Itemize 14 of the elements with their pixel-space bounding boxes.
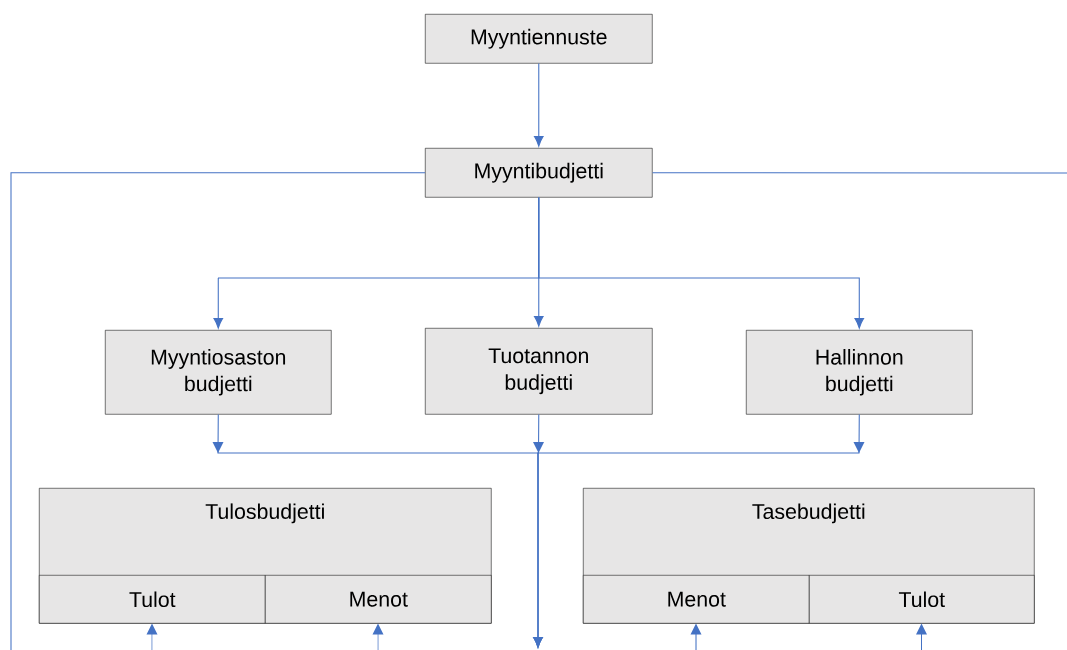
- arrow: [690, 623, 702, 650]
- arrow: [533, 414, 865, 648]
- budget-box: Tuotannon budjetti: [425, 328, 653, 415]
- column-cell: Menot: [265, 575, 492, 624]
- column-cell: Tulot: [39, 575, 266, 624]
- budget-box: Myyntiennuste: [425, 14, 653, 64]
- column-cell: Menot: [583, 575, 810, 624]
- column-cell: Tulot: [809, 575, 1035, 624]
- arrow: [538, 197, 865, 329]
- budget-box: Myyntibudjetti: [425, 148, 653, 198]
- budget-box: Myyntiosaston budjetti: [105, 330, 332, 415]
- arrow: [916, 623, 927, 650]
- arrow: [533, 63, 544, 147]
- budget-box: Hallinnon budjetti: [746, 330, 973, 415]
